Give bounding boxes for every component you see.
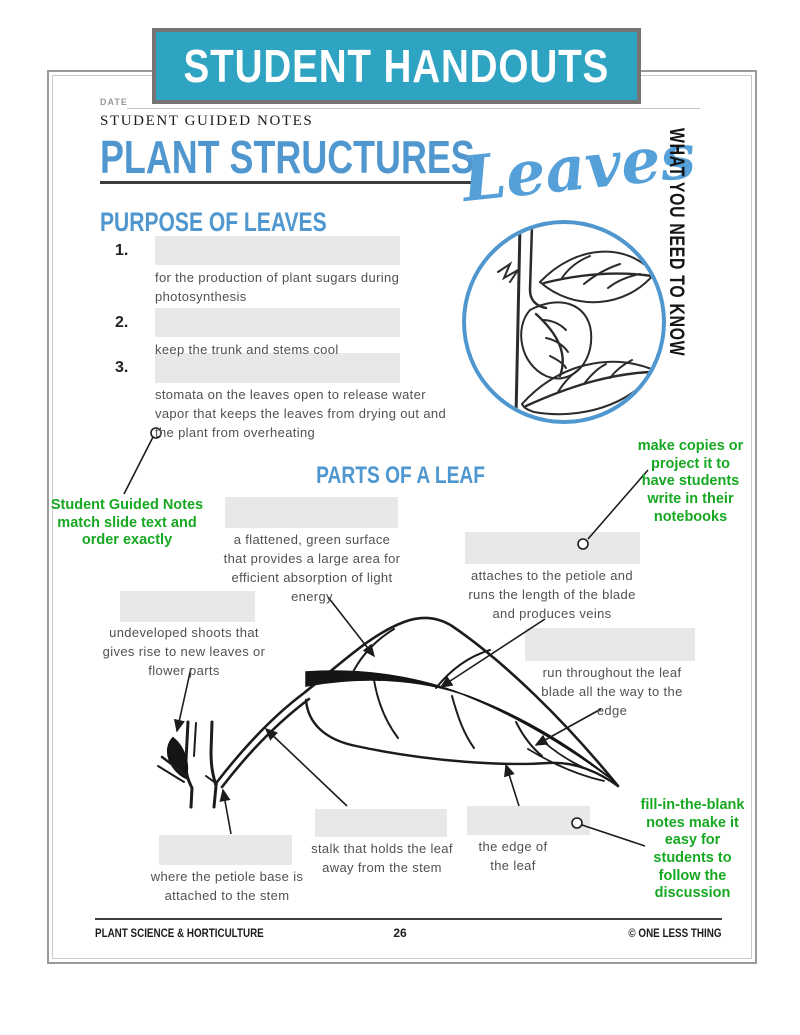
bud-caption: undeveloped shoots that gives rise to ne… [102,625,266,678]
annotation-match-notes: Student Guided Notes match slide text an… [50,497,204,549]
date-fill-line [127,108,700,109]
blade-blank [225,497,398,528]
date-label: DATE [100,97,128,107]
fill-in-blank [155,236,400,265]
annotation-make-copies: make copies or project it to have studen… [637,438,744,525]
margin-caption: the edge of the leaf [478,839,548,873]
item-caption: stomata on the leaves open to release wa… [155,387,447,440]
veins-blank [525,628,695,661]
footer-left: PLANT SCIENCE & HORTICULTURE [95,926,264,940]
annotation-fill-blank: fill-in-the-blank notes make it easy for… [640,797,745,902]
midrib-caption: attaches to the petiole and runs the len… [468,568,636,621]
blade-caption: a flattened, green surface that provides… [223,532,401,604]
fill-in-blank [155,353,400,383]
footer-right: © ONE LESS THING [628,926,722,940]
student-handouts-banner: STUDENT HANDOUTS [152,28,641,104]
vertical-note: WHAT YOU NEED TO KNOW [665,128,688,357]
petiole-caption: stalk that holds the leaf away from the … [311,841,453,875]
item-caption: for the production of plant sugars durin… [155,270,400,304]
banner-title: STUDENT HANDOUTS [183,40,610,92]
leaf-axil-caption: where the petiole base is attached to th… [150,869,304,903]
page-title: PLANT STRUCTURES [100,131,475,183]
item-number: 3. [115,359,129,376]
item-number: 2. [115,314,129,331]
footer-rule [95,918,722,920]
petiole-blank [315,809,447,837]
purpose-heading: PURPOSE OF LEAVES [100,207,327,237]
midrib-blank [465,532,640,564]
veins-caption: run throughout the leaf blade all the wa… [541,665,683,718]
parts-heading: PARTS OF A LEAF [316,462,485,489]
page-number: 26 [393,926,407,940]
kicker: STUDENT GUIDED NOTES [100,113,314,129]
leaf-circle-illustration [462,220,666,424]
fill-in-blank [155,308,400,337]
margin-blank [467,806,590,835]
circle-border [462,220,666,424]
title-underline [100,181,480,184]
leaf-axil-blank [159,835,292,865]
item-caption: keep the trunk and stems cool [155,342,339,357]
item-number: 1. [115,242,129,259]
